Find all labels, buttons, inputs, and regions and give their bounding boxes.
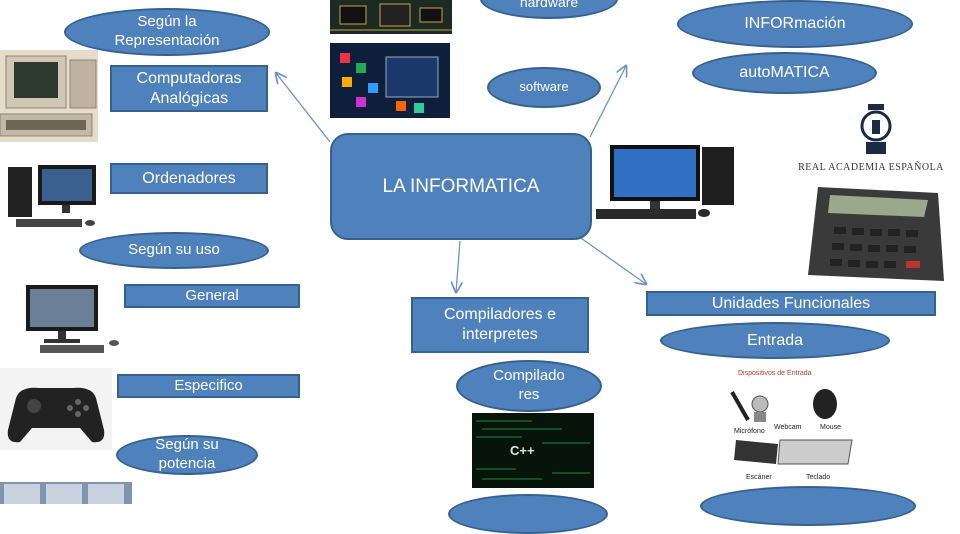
label-teclado: Teclado [806, 474, 831, 481]
node-segun-uso: Según su uso [79, 232, 269, 269]
label-microfono: Micrófono [734, 428, 765, 435]
node-ordenadores: Ordenadores [110, 163, 268, 194]
node-compiladores-interpretes: Compiladores e interpretes [411, 297, 589, 353]
rae-text: REAL ACADEMIA ESPAÑOLA [798, 162, 944, 173]
devices-title: Dispositivos de Entrada [738, 370, 812, 377]
arrow-to-hardware [589, 66, 626, 138]
circuit-board-image [330, 0, 452, 34]
label-escaner: Escáner [746, 474, 772, 481]
node-unidades-funcionales: Unidades Funcionales [646, 291, 936, 316]
cpp-text: C++ [510, 443, 535, 458]
node-general: General [124, 284, 300, 308]
label-webcam: Webcam [774, 424, 802, 431]
software-apps-image [330, 43, 450, 118]
node-segun-potencia: Según su potencia [116, 435, 258, 475]
old-computer-image [0, 50, 98, 142]
bottom-node-partial-right [700, 486, 916, 526]
center-node: LA INFORMATICA [330, 133, 592, 240]
node-software: software [487, 67, 601, 108]
connector-lines [0, 0, 960, 504]
arrow-to-unidades [577, 235, 646, 284]
gamepad-image [0, 368, 112, 450]
node-automatica: autoMATICA [692, 52, 877, 94]
server-rack-image [0, 482, 132, 504]
monitor-keyboard-image [22, 281, 122, 356]
rae-logo: REAL ACADEMIA ESPAÑOLA [798, 92, 944, 184]
arrow-to-representacion [276, 73, 331, 143]
desktop-computer-image [6, 163, 98, 233]
node-informacion: INFORmación [677, 0, 913, 48]
input-devices-image: Dispositivos de Entrada Micrófono Webcam… [724, 364, 864, 488]
cpp-code-image: C++ [472, 413, 594, 488]
bottom-node-partial-left [448, 494, 608, 534]
node-compiladores: Compilado res [456, 360, 602, 412]
pc-desktop-image [594, 143, 740, 223]
calculator-image [800, 183, 950, 283]
label-mouse: Mouse [820, 424, 842, 431]
node-entrada: Entrada [660, 322, 890, 359]
node-especifico: Especifico [117, 374, 300, 398]
arrow-to-compiladores [456, 240, 460, 292]
node-segun-representacion: Según la Representación [64, 8, 270, 56]
node-computadoras-analogicas: Computadoras Analógicas [110, 65, 268, 112]
